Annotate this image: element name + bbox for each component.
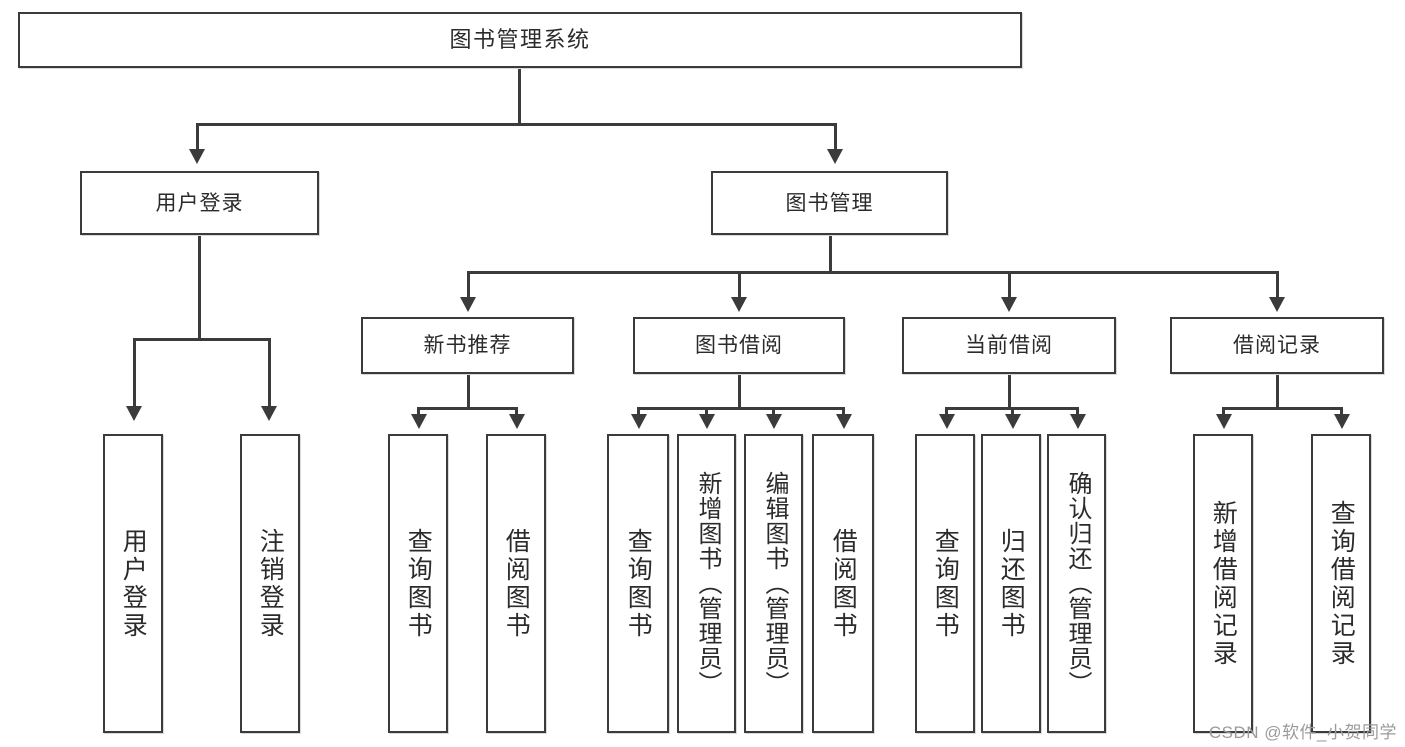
edge-book-mgmt-to-l2-3 [1276, 271, 1279, 299]
node-label: 确认归还（管理员） [1063, 471, 1091, 696]
node-label: 借阅图书 [502, 527, 531, 640]
leaf-book-borrow-query-book[interactable]: 查询图书 [607, 434, 669, 733]
edge-root-stem [518, 67, 521, 125]
node-label: 查询图书 [404, 527, 433, 640]
arrow-book-mgmt-to-l2-0 [460, 297, 476, 312]
node-label: 新书推荐 [423, 334, 512, 357]
edge-current-borrow-stem [1008, 374, 1011, 410]
node-label: 用户登录 [155, 191, 244, 215]
leaf-new-book-borrow-book[interactable]: 借阅图书 [486, 434, 546, 733]
edge-book-mgmt-stem [829, 235, 832, 273]
arrow-user-login-to-leaf-1 [261, 406, 277, 421]
leaf-current-borrow-return-book[interactable]: 归还图书 [981, 434, 1041, 733]
edge-book-borrow-stem [738, 374, 741, 410]
arrow-book-mgmt-to-l2-1 [731, 297, 747, 312]
leaf-current-borrow-query-book[interactable]: 查询图书 [915, 434, 975, 733]
edge-user-login-to-leaf-0 [133, 338, 136, 408]
node-label: 用户登录 [119, 527, 148, 640]
edge-borrow-record-stem [1276, 374, 1279, 410]
leaf-user-login-logout[interactable]: 注销登录 [240, 434, 300, 733]
arrow-book-borrow-to-leaf-3 [836, 414, 852, 429]
node-label: 图书管理 [785, 191, 874, 215]
node-label: 当前借阅 [965, 334, 1053, 357]
leaf-current-borrow-confirm-return-admin[interactable]: 确认归还（管理员） [1047, 434, 1106, 733]
edge-book-borrow-to-leaf-2 [772, 407, 775, 419]
arrow-book-borrow-to-leaf-1 [699, 414, 715, 429]
node-label: 图书借阅 [695, 334, 783, 357]
arrow-current-borrow-to-leaf-0 [939, 414, 955, 429]
edge-user-login-bus [133, 338, 268, 341]
edge-borrow-record-to-leaf-0 [1222, 407, 1225, 419]
edge-borrow-record-to-leaf-1 [1340, 407, 1343, 419]
leaf-book-borrow-edit-book-admin[interactable]: 编辑图书（管理员） [744, 434, 803, 733]
edge-root-to-book-mgmt [834, 123, 837, 151]
edge-new-book-to-leaf-1 [515, 407, 518, 419]
node-label: 借阅图书 [829, 527, 858, 640]
node-label: 编辑图书（管理员） [760, 471, 788, 696]
node-label: 新增借阅记录 [1209, 499, 1238, 668]
edge-current-borrow-to-leaf-1 [1011, 407, 1014, 419]
edge-user-login-stem [198, 235, 201, 340]
arrow-root-to-user-login [189, 149, 205, 164]
arrow-new-book-to-leaf-1 [509, 414, 525, 429]
leaf-user-login-login[interactable]: 用户登录 [103, 434, 163, 733]
edge-borrow-record-bus [1222, 407, 1342, 410]
edge-current-borrow-to-leaf-0 [945, 407, 948, 419]
edge-book-mgmt-to-l2-1 [738, 271, 741, 299]
node-current-borrow[interactable]: 当前借阅 [902, 317, 1116, 374]
arrow-current-borrow-to-leaf-2 [1070, 414, 1086, 429]
edge-book-mgmt-bus [467, 271, 1279, 274]
node-book-management[interactable]: 图书管理 [711, 171, 948, 235]
node-new-book-recommend[interactable]: 新书推荐 [361, 317, 574, 374]
leaf-new-book-query-book[interactable]: 查询图书 [388, 434, 448, 733]
edge-book-borrow-to-leaf-1 [705, 407, 708, 419]
node-book-borrow[interactable]: 图书借阅 [633, 317, 845, 374]
leaf-borrow-record-query-record[interactable]: 查询借阅记录 [1311, 434, 1371, 733]
leaf-borrow-record-add-record[interactable]: 新增借阅记录 [1193, 434, 1253, 733]
node-label: 归还图书 [997, 527, 1026, 640]
edge-book-borrow-to-leaf-3 [842, 407, 845, 419]
node-user-login[interactable]: 用户登录 [80, 171, 319, 235]
arrow-borrow-record-to-leaf-0 [1216, 414, 1232, 429]
leaf-book-borrow-borrow-book[interactable]: 借阅图书 [812, 434, 874, 733]
edge-current-borrow-to-leaf-2 [1076, 407, 1079, 419]
edge-book-borrow-bus [637, 407, 845, 410]
edge-root-to-user-login [196, 123, 199, 151]
arrow-book-borrow-to-leaf-2 [766, 414, 782, 429]
node-root-book-management-system[interactable]: 图书管理系统 [18, 12, 1022, 68]
node-label: 查询借阅记录 [1327, 499, 1356, 668]
edge-user-login-to-leaf-1 [268, 338, 271, 408]
arrow-book-borrow-to-leaf-0 [631, 414, 647, 429]
edge-new-book-to-leaf-0 [417, 407, 420, 419]
arrow-current-borrow-to-leaf-1 [1005, 414, 1021, 429]
arrow-borrow-record-to-leaf-1 [1334, 414, 1350, 429]
arrow-user-login-to-leaf-0 [126, 406, 142, 421]
arrow-book-mgmt-to-l2-2 [1001, 297, 1017, 312]
edge-new-book-bus [417, 407, 518, 410]
node-label: 图书管理系统 [449, 27, 591, 52]
arrow-root-to-book-mgmt [827, 149, 843, 164]
arrow-new-book-to-leaf-0 [411, 414, 427, 429]
edge-book-mgmt-to-l2-2 [1008, 271, 1011, 299]
arrow-book-mgmt-to-l2-3 [1269, 297, 1285, 312]
edge-root-bus [196, 123, 837, 126]
node-label: 查询图书 [931, 527, 960, 640]
node-borrow-record[interactable]: 借阅记录 [1170, 317, 1384, 374]
node-label: 注销登录 [256, 527, 285, 640]
node-label: 借阅记录 [1233, 334, 1321, 357]
leaf-book-borrow-add-book-admin[interactable]: 新增图书（管理员） [677, 434, 736, 733]
node-label: 新增图书（管理员） [693, 471, 721, 696]
node-label: 查询图书 [624, 527, 653, 640]
csdn-watermark: CSDN @软件_小贺同学 [1208, 723, 1397, 742]
edge-new-book-stem [467, 374, 470, 410]
edge-book-borrow-to-leaf-0 [637, 407, 640, 419]
edge-book-mgmt-to-l2-0 [467, 271, 470, 299]
